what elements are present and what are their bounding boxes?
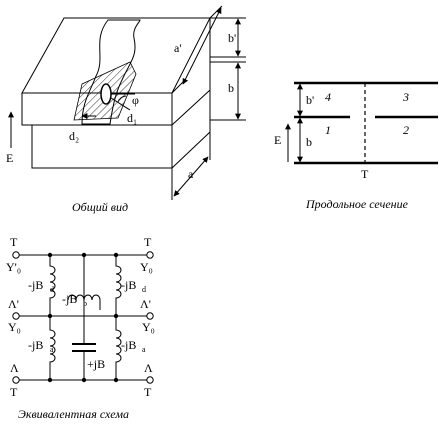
label-d2: d₂ bbox=[69, 129, 79, 143]
label-Y0-left: Y₀ bbox=[8, 320, 21, 334]
label-T-bottom-left: T bbox=[10, 385, 18, 399]
section-E-label: E bbox=[274, 133, 281, 147]
region-3-label: 3 bbox=[402, 90, 409, 104]
inductor-bd-left bbox=[49, 255, 56, 316]
longitudinal-section: 4 3 1 2 b' b E T Продольное сечение bbox=[274, 81, 438, 211]
section-b-label: b bbox=[306, 135, 312, 149]
inductor-bd-right bbox=[115, 255, 122, 316]
label-jBd-right-sub: d bbox=[142, 285, 146, 294]
label-T-top-right: T bbox=[144, 235, 152, 249]
label-T-bottom-right: T bbox=[144, 385, 152, 399]
label-Lambda-right: Λ bbox=[144, 361, 153, 375]
dim-a-prime-line bbox=[182, 7, 222, 85]
terminals bbox=[12, 251, 154, 384]
section-T-label: T bbox=[361, 167, 369, 181]
label-d1: d₁ bbox=[127, 111, 137, 125]
dim-a-line bbox=[173, 156, 209, 197]
label-b-prime: b' bbox=[228, 31, 236, 45]
label-Y0-right-top: Y₀ bbox=[140, 260, 153, 274]
label-Y0-prime-left: Y'₀ bbox=[6, 260, 21, 274]
region-4-label: 4 bbox=[325, 90, 331, 104]
label-phi: φ bbox=[132, 93, 139, 107]
label-E: E bbox=[6, 151, 13, 165]
label-Y0-right: Y₀ bbox=[142, 320, 155, 334]
label-jBa-left: -jB bbox=[28, 338, 43, 352]
section-b-prime-label: b' bbox=[306, 93, 314, 107]
label-jBd-left: -jB bbox=[28, 278, 43, 292]
label-jBa-right: -jB bbox=[121, 338, 136, 352]
inductor-bb-center bbox=[67, 255, 101, 310]
inductor-ba-left bbox=[49, 316, 56, 380]
general-view: a' b' b a E φ d₁ d₂ Общий вид bbox=[6, 5, 246, 214]
label-jBa-right-sub: a bbox=[142, 345, 146, 354]
equivalent-circuit: T T Y'₀ Y₀ Λ' Λ' Y₀ Y₀ Λ Λ T T -jB d -jB… bbox=[6, 235, 155, 421]
region-2-label: 2 bbox=[403, 123, 409, 137]
coupling-hole bbox=[100, 83, 112, 105]
label-jBb-sub: b bbox=[83, 299, 87, 308]
label-jBd-left-sub: d bbox=[50, 285, 54, 294]
label-jBb: -jB bbox=[62, 292, 77, 306]
junction-dots bbox=[47, 252, 119, 383]
caption-equivalent-circuit: Эквивалентная схема bbox=[18, 407, 129, 421]
label-a-prime: a' bbox=[174, 41, 182, 55]
label-Lambda-prime-right: Λ' bbox=[140, 297, 151, 311]
label-b: b bbox=[228, 81, 234, 95]
label-Lambda-prime-left: Λ' bbox=[8, 297, 19, 311]
label-jBa-left-sub: a bbox=[50, 345, 54, 354]
label-Lambda-left: Λ bbox=[10, 361, 19, 375]
label-a: a bbox=[188, 167, 194, 181]
label-jBd-right: -jB bbox=[121, 278, 136, 292]
caption-general-view: Общий вид bbox=[72, 200, 128, 214]
region-1-label: 1 bbox=[325, 123, 331, 137]
label-jB: +jB bbox=[87, 357, 105, 371]
inductor-ba-right bbox=[115, 316, 122, 380]
label-T-top-left: T bbox=[10, 235, 18, 249]
caption-longitudinal-section: Продольное сечение bbox=[305, 197, 409, 211]
